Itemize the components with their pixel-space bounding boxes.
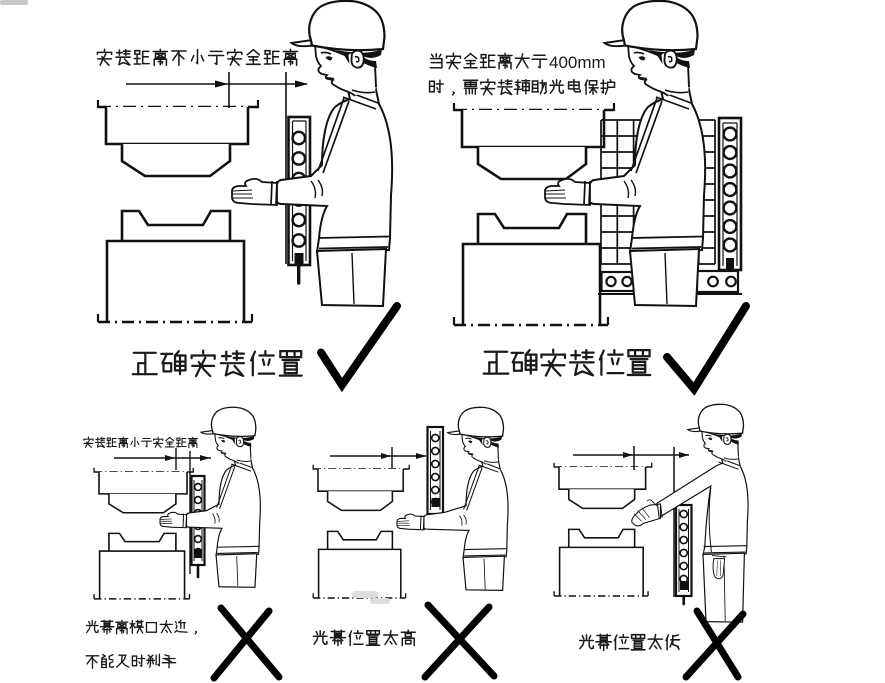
svg-text:400mm: 400mm [549,53,606,72]
